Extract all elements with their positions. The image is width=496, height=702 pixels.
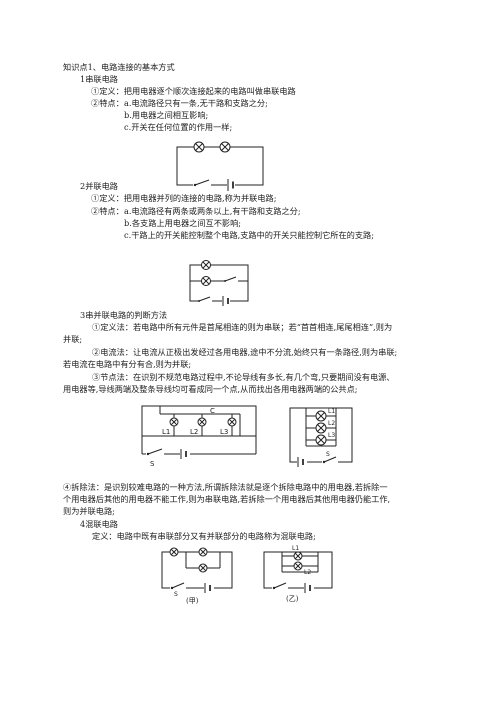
label-rl2: L2: [328, 420, 335, 427]
label-l2: L2: [190, 428, 198, 436]
parallel-feature-c: c.干路上的开关能控制整个电路,支路中的开关只能控制它所在的支路;: [124, 230, 374, 240]
parallel-feature-b: b.各支路上用电器之间互不影响;: [124, 218, 242, 228]
switch-icon: [146, 448, 164, 458]
judge-def-line2: 并联;: [63, 334, 83, 344]
caption-jia: (甲): [186, 597, 199, 605]
lamp-icon: [293, 561, 303, 571]
judge-remove-line1: ④拆除法：是识别较难电路的一种方法,所谓拆除法就是逐个拆除电路中的用电器,若拆除…: [63, 482, 388, 492]
series-feature-c: c.开关在任何位置的作用一样;: [124, 122, 233, 132]
label-l2-yi: L2: [304, 569, 311, 576]
battery-icon: [304, 583, 314, 593]
parallel-feature-a: a.电流路径有两条或两条以上,有干路和支路之分;: [124, 206, 301, 216]
battery-icon: [222, 296, 230, 306]
series-feature-b: b.用电器之间相互影响;: [124, 110, 209, 120]
lamp-icon: [315, 434, 327, 446]
switch-icon: [193, 179, 211, 189]
label-rs: S: [326, 451, 330, 458]
lamp-icon: [193, 141, 205, 153]
judge-remove-line2: 个用电器后其他的用电器不能工作,则为串联电路,若拆除一个用电器后其他用电器仍能工…: [63, 494, 391, 504]
lamp-icon: [315, 410, 327, 422]
caption-yi: (乙): [286, 595, 299, 603]
label-s-jia: S: [174, 591, 178, 598]
parallel-circuit-diagram: [189, 260, 249, 306]
label-l3: L3: [220, 428, 228, 436]
judge-node-line2: 用电器等,导线两端及整条导线均可看成同一个点,从而找出各用电器两端的公共点;: [63, 384, 358, 394]
battery-icon: [297, 457, 307, 467]
lamp-icon: [198, 547, 208, 557]
lamp-icon: [197, 417, 207, 427]
battery-icon: [227, 179, 235, 191]
series-circuit-diagram: [176, 141, 264, 191]
label-rl3: L3: [328, 432, 335, 439]
label-c: C: [210, 407, 215, 415]
switch-icon: [272, 582, 288, 592]
lamp-icon: [315, 422, 327, 434]
lamp-icon: [219, 141, 231, 153]
label-l1-yi: L1: [292, 545, 299, 552]
lamp-icon: [201, 276, 211, 286]
mixed-circuit-yi: L1 L2 (乙): [263, 545, 333, 603]
lamp-icon: [198, 563, 208, 573]
parallel-heading: 2并联电路: [80, 181, 118, 191]
lamp-icon: [293, 551, 303, 561]
lamp-icon: [169, 417, 179, 427]
series-features-label: ②特点：: [91, 98, 124, 108]
judge-node-line1: ③节点法：在识别不规范电路过程中,不论导线有多长,有几个弯,只要期间没有电源、: [92, 372, 395, 382]
judge-remove-line3: 则为并联电路;: [63, 506, 115, 516]
mixed-heading: 4混联电路: [80, 519, 118, 529]
node-method-circuit-left: L1 L2 L3 C S: [141, 405, 257, 468]
lamp-icon: [169, 547, 179, 557]
judge-current-line2: 若电流在电路中有分有合,则为并联;: [63, 359, 192, 369]
switch-icon: [170, 582, 186, 592]
series-feature-a: a.电流路径只有一条,无干路和支路之分;: [124, 98, 268, 108]
label-rl1: L1: [328, 408, 335, 415]
page-title: 知识点1、电路连接的基本方式: [63, 62, 175, 72]
battery-icon: [204, 583, 214, 593]
judge-current-line1: ②电流法：让电流从正极出发经过各用电器,途中不分流,始终只有一条路径,则为串联;: [92, 347, 398, 357]
switch-icon: [224, 276, 238, 285]
series-heading: 1串联电路: [80, 74, 118, 84]
node-method-circuit-right: L1 L2 L3 S: [289, 407, 353, 467]
judge-def-line1: ①定义法：若电路中所有元件是首尾相连的则为串联；若“首首相连,尾尾相连”,则为: [92, 322, 393, 332]
battery-icon: [180, 449, 190, 459]
lamp-icon: [227, 417, 237, 427]
parallel-definition: ①定义：把用电器并列的连接的电路,称为并联电路;: [91, 193, 277, 203]
switch-icon: [198, 296, 212, 305]
judge-heading: 3串并联电路的判断方法: [80, 310, 168, 320]
parallel-features-label: ②特点：: [91, 206, 124, 216]
label-l1: L1: [162, 428, 170, 436]
mixed-definition: 定义：电路中既有串联部分又有并联部分的电路称为混联电路;: [92, 531, 316, 541]
series-definition: ①定义：把用电器逐个顺次连接起来的电路叫做串联电路: [91, 86, 296, 96]
switch-icon: [322, 456, 338, 466]
label-s: S: [150, 460, 155, 468]
mixed-circuit-jia: S (甲): [161, 547, 233, 605]
lamp-icon: [201, 260, 211, 270]
